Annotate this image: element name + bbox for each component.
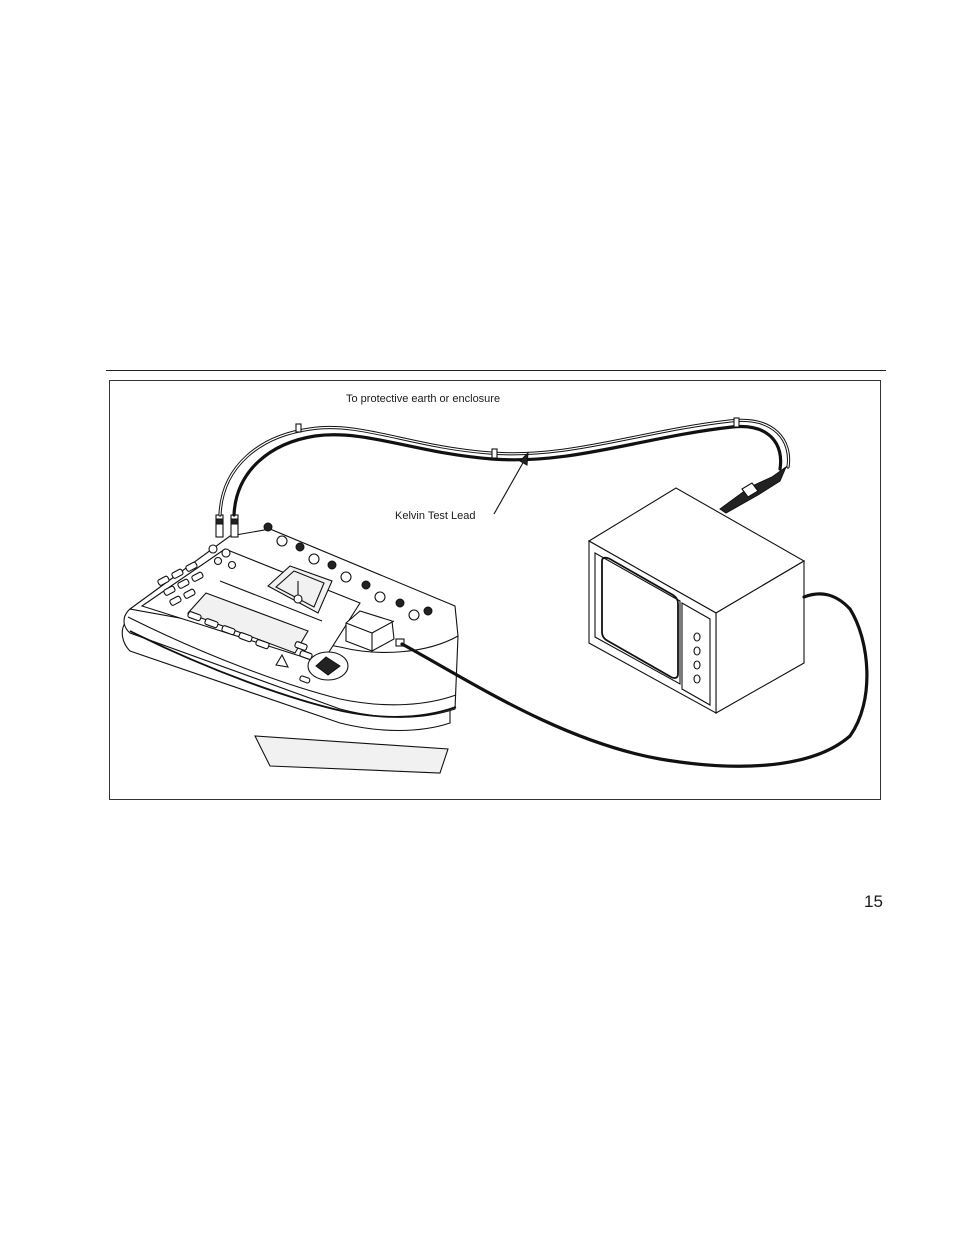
safety-analyzer	[122, 515, 458, 773]
input-jack	[222, 549, 230, 557]
input-jack	[215, 558, 222, 565]
plug-band	[231, 519, 238, 524]
figure-frame: .ln { fill: none; stroke: #111; stroke-w…	[109, 380, 881, 800]
device-under-test	[589, 488, 804, 713]
input-jack	[209, 545, 217, 553]
outlet-pin	[294, 595, 302, 603]
monitor-knob	[694, 633, 700, 641]
banana-jack	[264, 523, 272, 531]
banana-jack	[424, 607, 432, 615]
banana-jack	[375, 592, 385, 602]
plug-band	[216, 519, 223, 524]
banana-jack	[409, 610, 419, 620]
lead-tie	[296, 424, 301, 432]
input-jack	[229, 562, 236, 569]
banana-jack	[396, 599, 404, 607]
connection-illustration: .ln { fill: none; stroke: #111; stroke-w…	[110, 381, 882, 801]
monitor-knob	[694, 661, 700, 669]
monitor-knob	[694, 675, 700, 683]
banana-jack	[362, 581, 370, 589]
lead-tie	[492, 449, 497, 458]
monitor-knob	[694, 647, 700, 655]
banana-jack	[309, 554, 319, 564]
banana-jack	[341, 572, 351, 582]
test-lead-plug	[216, 515, 223, 537]
banana-jack	[277, 536, 287, 546]
callout-arrow-line	[494, 461, 524, 514]
banana-jack	[328, 561, 336, 569]
lead-tie	[734, 418, 739, 427]
analyzer-foot	[255, 736, 448, 773]
kelvin-lead-callout: Kelvin Test Lead	[395, 510, 476, 522]
banana-jack	[296, 543, 304, 551]
earth-callout: To protective earth or enclosure	[346, 393, 500, 405]
kelvin-lead-wire	[220, 420, 789, 515]
kelvin-lead-wire-highlight	[220, 420, 789, 515]
page-number: 15	[864, 892, 883, 912]
test-lead-plug	[231, 515, 238, 537]
header-rule	[106, 370, 886, 371]
kelvin-test-lead	[220, 418, 789, 515]
